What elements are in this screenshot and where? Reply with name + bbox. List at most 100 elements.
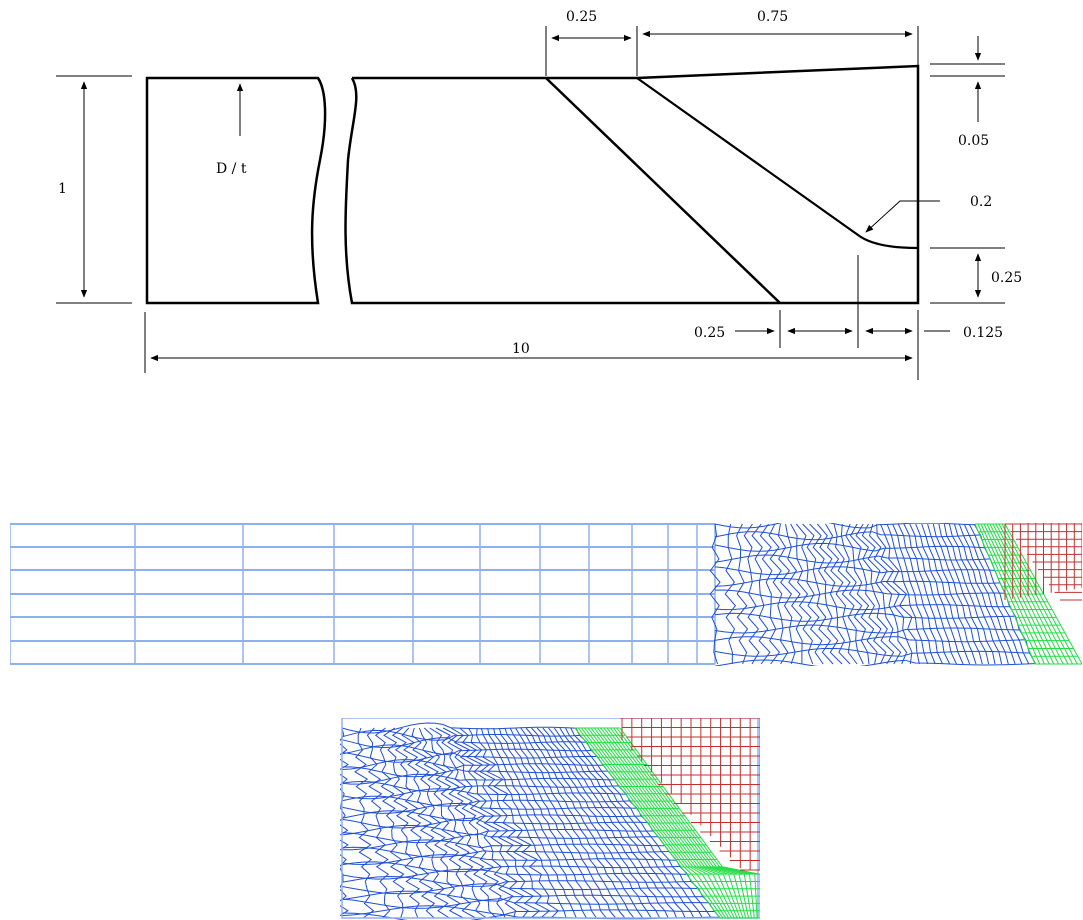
mesh-line xyxy=(777,523,796,665)
mesh-line xyxy=(849,523,887,665)
mesh-line xyxy=(963,523,1023,665)
mesh-line xyxy=(724,523,737,665)
mesh-line xyxy=(714,542,986,552)
mesh-line xyxy=(816,523,851,665)
mesh-line xyxy=(341,854,676,866)
mesh-line xyxy=(341,905,715,917)
label-top-gap: 0.25 xyxy=(566,9,597,25)
mesh-line xyxy=(714,647,1031,657)
mesh-line xyxy=(498,727,597,919)
mesh-line xyxy=(435,727,506,919)
mesh-line xyxy=(743,523,760,665)
mesh-line xyxy=(892,523,936,665)
mesh-line xyxy=(341,722,576,734)
mesh-line xyxy=(383,727,420,919)
mesh-line xyxy=(903,523,951,665)
mesh-line xyxy=(341,832,659,844)
mesh-line xyxy=(401,727,450,919)
mesh-line xyxy=(565,727,703,919)
dimension-arrows xyxy=(80,30,982,362)
mesh-line xyxy=(341,890,704,902)
mesh-line xyxy=(570,727,712,919)
mesh-line xyxy=(938,523,990,665)
mesh-fine-blue-region xyxy=(709,523,1037,666)
mesh-line xyxy=(504,727,607,919)
mesh-line xyxy=(840,523,870,665)
label-total-length: 10 xyxy=(512,341,530,357)
mesh-red-region xyxy=(1004,523,1082,601)
mesh-line xyxy=(493,727,587,919)
detail-blue-region xyxy=(340,718,759,920)
mesh-line xyxy=(714,577,1001,587)
mesh-line xyxy=(714,554,991,564)
mesh-line xyxy=(759,523,781,665)
mesh-line xyxy=(450,727,529,919)
mesh-line xyxy=(868,523,908,665)
mesh-line xyxy=(366,727,391,919)
mesh-line xyxy=(341,861,682,873)
mesh-line xyxy=(958,523,1016,665)
mesh-line xyxy=(948,523,1003,665)
mesh-line xyxy=(714,601,1011,611)
mesh-line xyxy=(714,523,976,529)
label-end-gap: 0.125 xyxy=(963,325,1003,341)
left-block-outline xyxy=(145,76,327,305)
mesh-line xyxy=(915,523,964,665)
mesh-line xyxy=(855,523,895,665)
mesh-line xyxy=(897,523,944,665)
mesh-line xyxy=(520,727,635,919)
mesh-line xyxy=(736,523,749,665)
mesh-line xyxy=(411,727,464,919)
mesh-line xyxy=(480,727,567,919)
label-spacing: D / t xyxy=(216,161,247,177)
mesh-line xyxy=(880,523,920,665)
detail-red-region xyxy=(620,718,760,871)
mesh-line xyxy=(751,523,771,665)
mesh-line xyxy=(468,727,551,919)
mesh-line xyxy=(714,531,981,541)
notch-profile xyxy=(636,77,919,250)
mesh-line xyxy=(442,727,517,919)
mesh-line xyxy=(768,523,789,665)
label-bottom-gap: 0.25 xyxy=(694,325,725,341)
mesh-line xyxy=(423,727,487,919)
mesh-line xyxy=(825,523,858,665)
mesh-line xyxy=(548,727,678,919)
mesh-line xyxy=(341,780,620,792)
label-height: 1 xyxy=(58,181,67,197)
mesh-line xyxy=(391,727,436,919)
mesh-line xyxy=(374,727,405,919)
mesh-coarse-region xyxy=(10,523,716,665)
mesh-line xyxy=(341,883,698,895)
mesh-line xyxy=(953,523,1009,665)
mesh-line xyxy=(943,523,996,665)
mesh-line xyxy=(968,523,1030,665)
mesh-line xyxy=(341,846,670,858)
label-fillet-radius: 0.2 xyxy=(970,194,992,210)
mesh-line xyxy=(341,912,721,920)
mesh-line xyxy=(340,727,349,917)
mesh-line xyxy=(475,727,560,919)
mesh-line xyxy=(559,727,695,919)
mesh-line xyxy=(932,523,983,665)
label-top-length: 0.75 xyxy=(757,9,788,25)
finite-element-mesh-full xyxy=(10,523,1082,666)
mesh-line xyxy=(861,523,902,665)
mesh-line xyxy=(341,773,615,785)
mesh-line xyxy=(525,727,644,919)
mesh-line xyxy=(790,523,814,665)
mesh-line xyxy=(802,523,834,665)
mesh-line xyxy=(795,523,824,665)
extension-lines xyxy=(56,26,1005,380)
dimension-labels: 1 D / t 0.25 0.75 0.05 0.2 0.25 0.25 0.1… xyxy=(58,9,1022,357)
mesh-line xyxy=(709,523,721,665)
label-right-height: 0.25 xyxy=(991,270,1022,286)
finite-element-mesh-detail xyxy=(340,718,760,920)
mesh-line xyxy=(833,523,864,665)
label-slope-rise: 0.05 xyxy=(958,133,989,149)
mesh-line xyxy=(714,659,1036,666)
mesh-line xyxy=(341,737,587,749)
mesh-line xyxy=(845,523,878,665)
mesh-line xyxy=(509,727,617,919)
